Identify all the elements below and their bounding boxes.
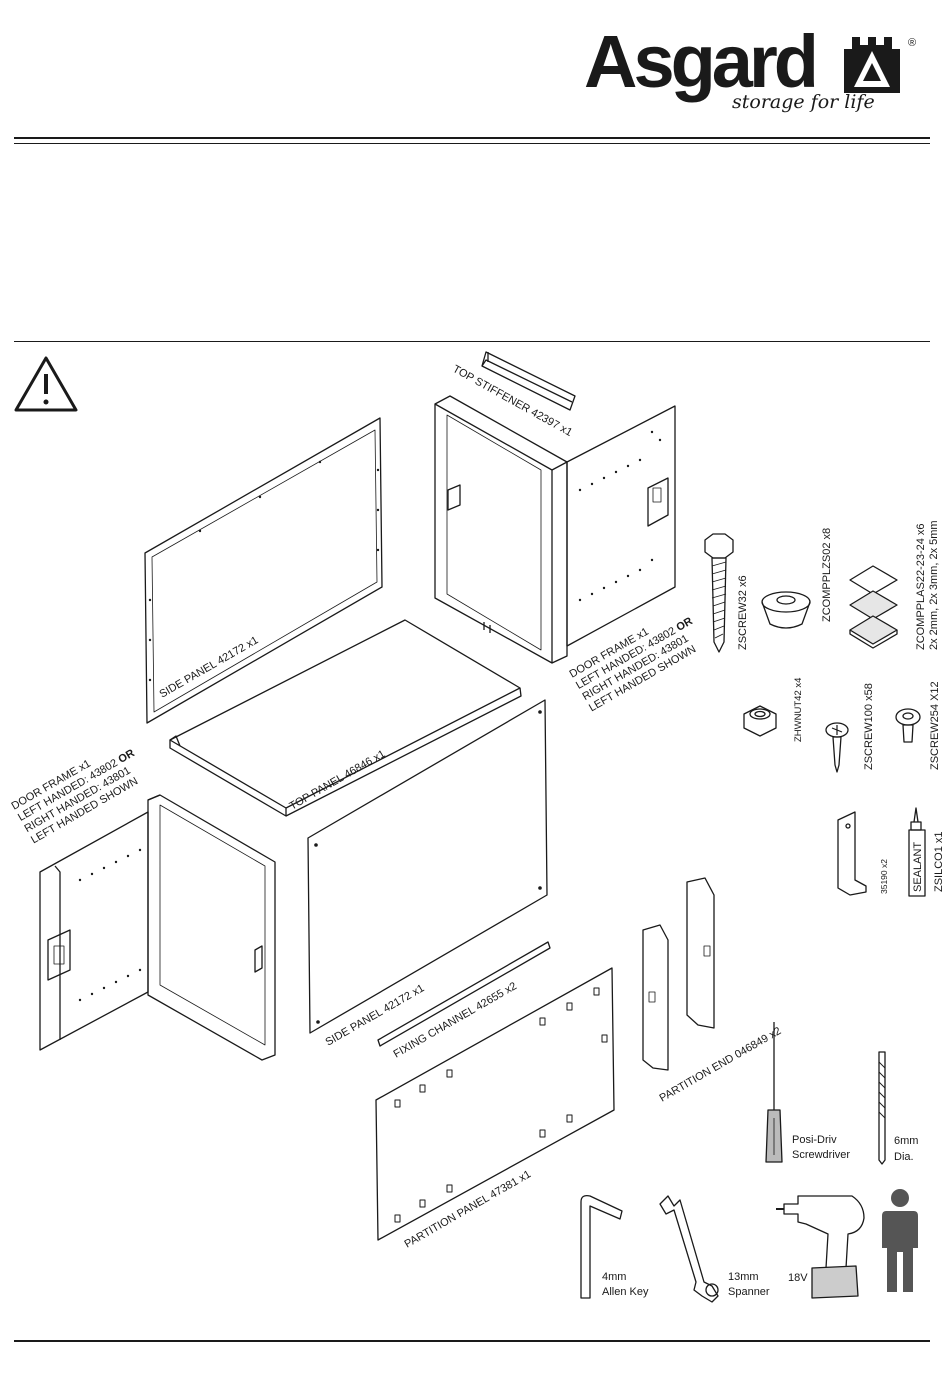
door-frame-left-part: [147, 794, 276, 1061]
label-allen-key-2: Allen Key: [602, 1286, 649, 1298]
top-stiffener-part: [481, 351, 576, 411]
label-zcompplzs02: ZCOMPPLZS02 x8: [821, 528, 833, 622]
header-rule-bottom: [14, 143, 930, 144]
label-spanner-2: Spanner: [728, 1286, 770, 1298]
label-spanner-1: 13mm: [728, 1271, 759, 1283]
screwdriver-icon: [765, 1022, 783, 1163]
label-drill-bit-1: 6mm: [894, 1135, 918, 1147]
label-door-frame-left: DOOR FRAME x1 LEFT HANDED: 43802 OR RIGH…: [10, 747, 141, 846]
brand-name: Asgard: [584, 20, 819, 103]
label-zsilco1: ZSILCO1 x1: [933, 831, 945, 892]
footer-rule: [14, 1340, 930, 1342]
label-partition-panel: PARTITION PANEL 47381 x1: [403, 1168, 534, 1250]
label-zhwnut42: ZHWNUT42 x4: [793, 678, 804, 742]
label-zscrew32: ZSCREW32 x6: [737, 575, 749, 650]
label-drill-voltage: 18V: [788, 1272, 808, 1284]
registered-mark: ®: [908, 37, 917, 49]
allen-key-icon: [580, 1194, 623, 1299]
label-bracket-35190: 35190 x2: [879, 859, 889, 894]
sealant-tube-part: [908, 807, 926, 897]
label-zcompplas: ZCOMPPLAS22-23-24 x6: [915, 523, 927, 650]
drill-bit-icon: [878, 1051, 886, 1165]
cordless-drill-icon: [776, 1195, 865, 1299]
section-rule: [14, 341, 930, 342]
label-screwdriver-2: Screwdriver: [792, 1149, 850, 1161]
side-panel-front-part: [307, 699, 548, 1034]
zscrew254-part: [895, 708, 921, 743]
door-frame-right-part: [434, 395, 568, 664]
zscrew100-part: [825, 722, 849, 773]
label-sealant-word: SEALANT: [912, 842, 924, 892]
brand-tagline: storage for life: [732, 91, 875, 113]
zcompplas-pads-part: [849, 565, 898, 649]
bracket-35190-part: [837, 811, 867, 896]
label-zscrew100: ZSCREW100 x58: [863, 683, 875, 770]
label-door-frame-right: DOOR FRAME x1 LEFT HANDED: 43802 OR RIGH…: [568, 615, 699, 714]
label-partition-end: PARTITION END 046849 x2: [658, 1025, 784, 1105]
label-zcompplas-sizes: 2x 2mm, 2x 3mm, 2x 5mm: [928, 520, 940, 650]
label-zscrew254: ZSCREW254 X12: [929, 681, 941, 770]
zcompplzs02-part: [761, 591, 811, 629]
label-top-panel: TOP PANEL 46846 x1: [288, 748, 388, 813]
top-panel-part: [169, 619, 522, 817]
label-drill-bit-2: Dia.: [894, 1151, 914, 1163]
label-side-panel-back: SIDE PANEL 42172 x1: [158, 634, 261, 700]
partition-end-part: [642, 877, 715, 1071]
person-silhouette-icon: [882, 1189, 918, 1292]
door-left-part: [39, 811, 149, 1051]
side-panel-back-part: [144, 417, 383, 724]
spanner-icon: [659, 1195, 719, 1303]
brand-logo: Asgard ® storage for life: [580, 25, 925, 130]
header-rule-top: [14, 137, 930, 139]
partition-panel-part: [375, 967, 615, 1241]
label-allen-key-1: 4mm: [602, 1271, 626, 1283]
fixing-channel-part: [377, 941, 551, 1047]
label-screwdriver-1: Posi-Driv: [792, 1134, 837, 1146]
zhwnut42-part: [743, 705, 777, 737]
door-right-part: [566, 405, 676, 647]
zscrew32-part: [704, 533, 734, 653]
warning-triangle-icon: [14, 356, 78, 412]
castle-logo-icon: [844, 37, 900, 93]
